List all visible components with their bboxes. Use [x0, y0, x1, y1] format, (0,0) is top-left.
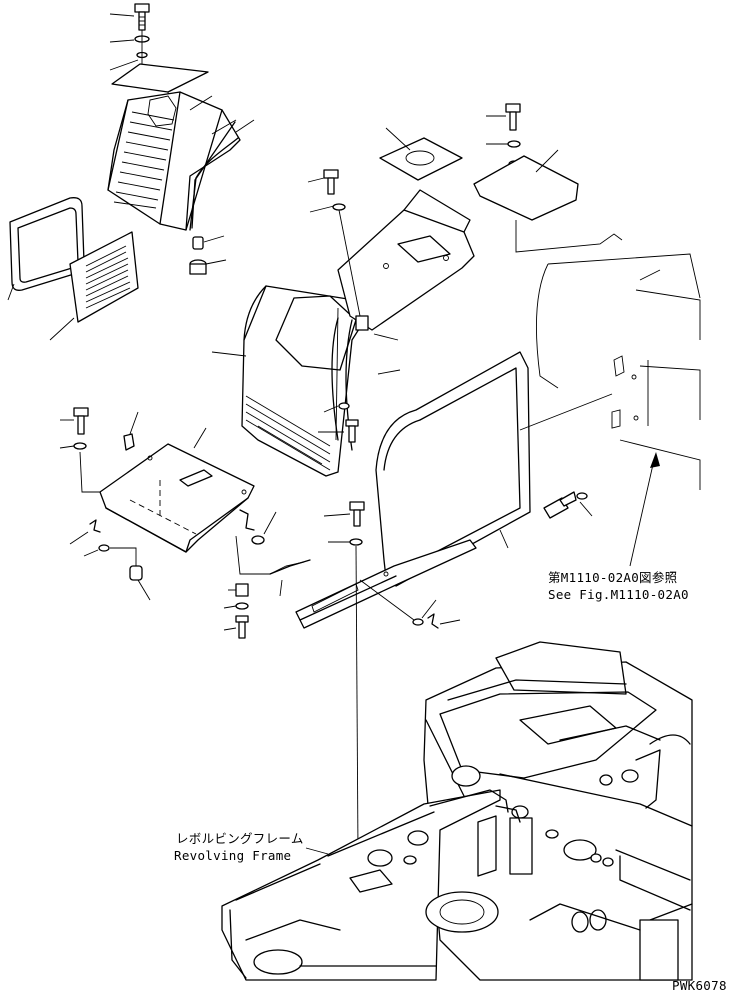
washer	[73, 442, 87, 450]
spring-clip	[89, 519, 101, 533]
latch	[235, 583, 249, 597]
gasket-plate	[379, 137, 463, 181]
washer	[338, 402, 350, 410]
revolving-frame-label-en: Revolving Frame	[174, 848, 292, 863]
toolbox-bolt	[73, 407, 89, 435]
middle-bolt	[323, 169, 339, 195]
spring-clip	[427, 613, 439, 629]
frame-edge	[331, 317, 339, 441]
rear-door-panel	[375, 351, 531, 587]
radiator-frame-context	[535, 253, 701, 490]
washer	[412, 618, 424, 626]
mounting-rail	[295, 539, 477, 629]
bracket	[355, 315, 369, 331]
revolving-frame-left	[221, 789, 521, 981]
washer	[235, 602, 249, 610]
intake-louver-cover	[107, 91, 241, 231]
lid-bolt	[505, 103, 521, 131]
panel-bolt	[345, 419, 359, 443]
bushing	[192, 236, 204, 250]
washer	[349, 538, 363, 546]
rail-bolt	[349, 501, 365, 527]
hinge-bracket	[239, 509, 255, 531]
side-cover-left	[241, 285, 367, 477]
center-line	[355, 545, 359, 853]
washer	[332, 203, 346, 211]
reference-note-jp: 第M1110-02A0図参照	[548, 570, 678, 585]
top-bolt	[134, 3, 150, 31]
side-bolt	[543, 491, 577, 519]
rubber-bushing	[129, 565, 143, 581]
louvered-grille	[69, 231, 139, 323]
washer	[98, 544, 110, 552]
toolbox-lid	[99, 443, 255, 553]
stay-rod	[269, 559, 311, 575]
nut	[251, 535, 265, 545]
upper-plate	[337, 189, 475, 331]
drawing-number: PWK6078	[672, 978, 727, 993]
lid-plate	[473, 155, 579, 221]
reference-note-en: See Fig.M1110-02A0	[548, 587, 689, 602]
washer	[576, 492, 588, 500]
grommet-body	[189, 263, 207, 275]
frame-label-leader	[305, 847, 329, 855]
reference-arrow	[629, 452, 660, 567]
seal-strip	[189, 137, 239, 231]
latch-bolt	[235, 615, 249, 639]
lid-lead	[515, 220, 623, 253]
washer	[507, 140, 521, 148]
leader-lines	[7, 13, 593, 631]
cover-plate	[111, 63, 209, 93]
revolving-frame-label-jp: レボルビングフレーム	[176, 831, 304, 846]
nut	[123, 433, 135, 451]
